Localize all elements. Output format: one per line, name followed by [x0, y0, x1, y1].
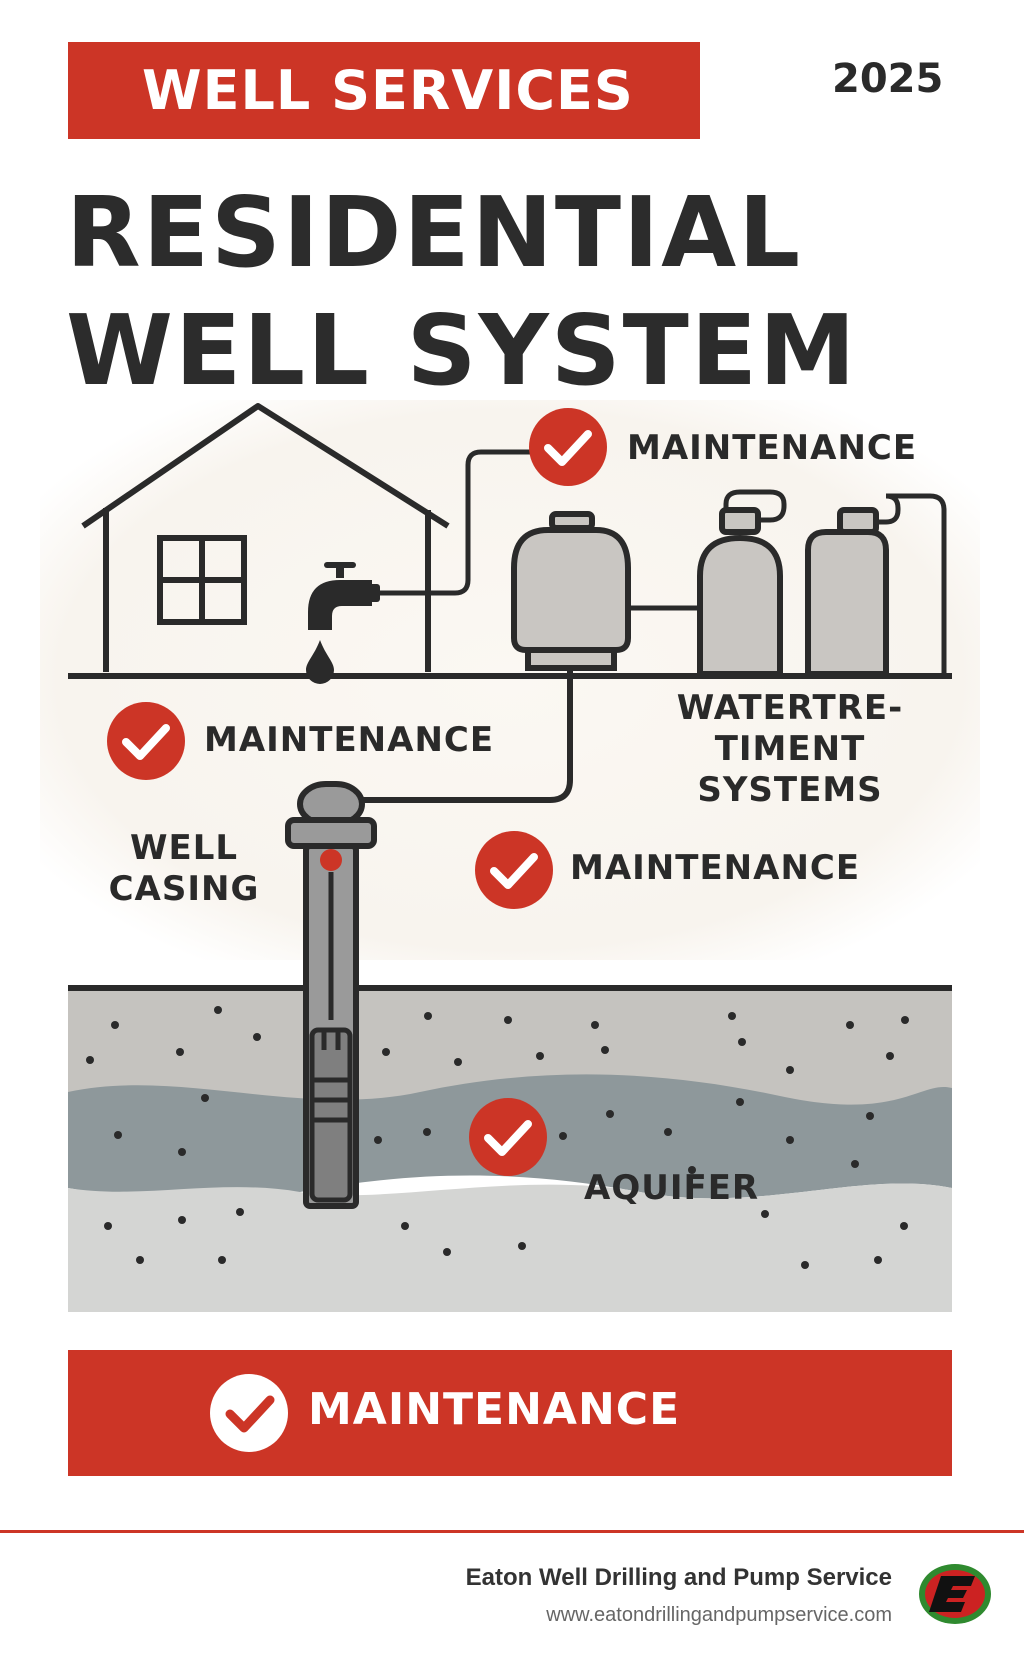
check-icon — [469, 1098, 547, 1176]
window-icon — [157, 535, 247, 625]
supply-pipe — [380, 449, 530, 596]
section-banner: WELL SERVICES — [68, 42, 700, 139]
company-logo-icon — [917, 1560, 993, 1632]
submersible-pump-icon — [309, 1027, 353, 1203]
maintenance-label-top: MAINTENANCE — [627, 428, 918, 468]
footer-divider — [0, 1530, 1024, 1533]
water-treatment-label: WATERTRE- TIMENT SYSTEMS — [660, 688, 920, 811]
well-casing-label: WELL CASING — [96, 828, 272, 910]
aquifer-label: AQUIFER — [584, 1168, 760, 1208]
diagram-illustration — [40, 400, 980, 1312]
maintenance-bar: MAINTENANCE — [68, 1350, 952, 1476]
title-line-2: WELL SYSTEM — [66, 294, 858, 407]
check-icon — [210, 1374, 288, 1452]
well-casing-line-1: WELL — [129, 828, 239, 868]
company-name: Eaton Well Drilling and Pump Service — [465, 1564, 892, 1591]
casing-indicator — [320, 849, 342, 871]
page-title: RESIDENTIAL WELL SYSTEM — [66, 174, 858, 410]
well-system-diagram: MAINTENANCE MAINTENANCE MAINTENANCE WATE… — [0, 380, 1024, 1320]
faucet-icon — [308, 562, 380, 630]
pressure-tank-icon — [511, 511, 631, 671]
water-treatment-line-3: SYSTEMS — [697, 770, 883, 810]
ground-layers — [68, 985, 952, 1312]
treatment-pipe-2 — [876, 493, 947, 674]
treatment-tank-icon — [697, 507, 889, 677]
soil-bottom-layer — [68, 1183, 952, 1312]
maintenance-bar-label: MAINTENANCE — [308, 1384, 681, 1435]
title-line-1: RESIDENTIAL — [66, 176, 803, 289]
banner-label: WELL SERVICES — [142, 59, 634, 122]
treatment-pipe-1 — [723, 489, 787, 523]
company-url[interactable]: www.eatondrillingandpumpservice.com — [546, 1604, 892, 1626]
drop-pipe — [362, 670, 573, 803]
well-casing-line-2: CASING — [108, 869, 260, 909]
water-treatment-line-1: WATERTRE- — [676, 688, 904, 728]
check-icon — [529, 408, 607, 486]
soil-dots — [86, 1006, 909, 1269]
check-icon — [475, 831, 553, 909]
maintenance-label-middle: MAINTENANCE — [570, 848, 861, 888]
water-treatment-line-2: TIMENT — [714, 729, 866, 769]
check-icon — [107, 702, 185, 780]
year-label: 2025 — [832, 56, 944, 102]
maintenance-label-left: MAINTENANCE — [204, 720, 495, 760]
